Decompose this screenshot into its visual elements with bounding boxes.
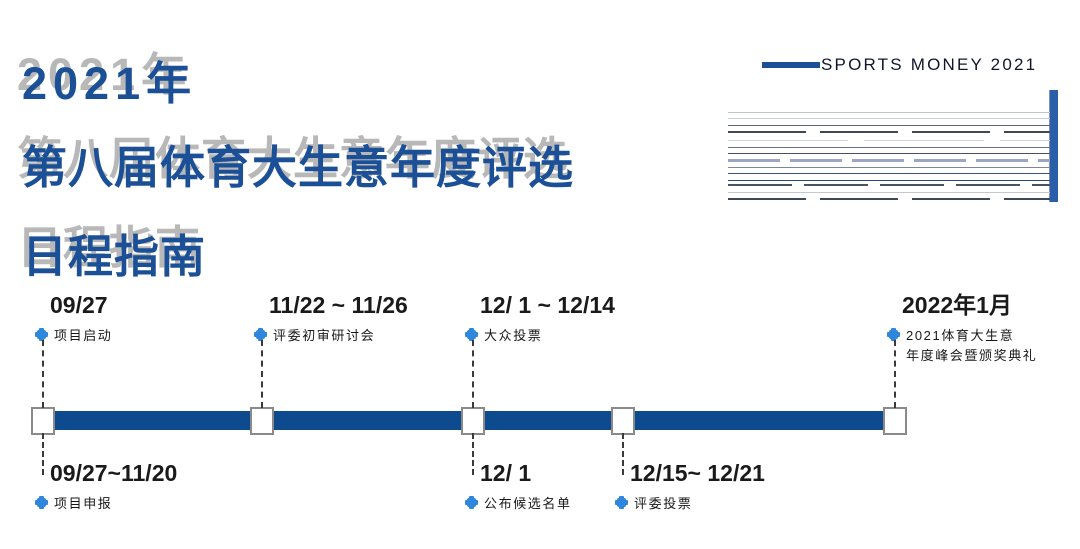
event-description: 公布候选名单 bbox=[484, 494, 572, 514]
decor-line bbox=[728, 131, 1050, 133]
brand-dash-icon bbox=[762, 62, 820, 68]
timeline-connector bbox=[622, 433, 624, 475]
title-line3: 日程指南 bbox=[22, 230, 207, 282]
event-description: 评委初审研讨会 bbox=[273, 326, 375, 346]
event-marker-icon bbox=[254, 328, 267, 341]
timeline-event: 11/22 ~ 11/26 评委初审研讨会 bbox=[254, 292, 408, 346]
decor-blue-bar bbox=[1049, 90, 1058, 202]
brand-logo: SPORTS MONEY 2021 bbox=[762, 50, 1062, 80]
page-title: 2021年 第八届体育大生意年度评选 日程指南 2021年 第八届体育大生意年度… bbox=[17, 28, 722, 279]
decor-line bbox=[728, 140, 1050, 141]
event-date: 09/27~11/20 bbox=[50, 460, 178, 486]
decor-line bbox=[728, 125, 1050, 126]
title-main-layer: 2021年 第八届体育大生意年度评选 日程指南 bbox=[22, 28, 722, 323]
event-description-line: 评委初审研讨会 bbox=[273, 328, 376, 343]
timeline-connector bbox=[261, 340, 263, 408]
event-description: 项目启动 bbox=[54, 326, 112, 346]
timeline-node[interactable] bbox=[883, 407, 907, 435]
timeline-event: 09/27~11/20 项目申报 bbox=[35, 460, 178, 514]
timeline-connector bbox=[42, 433, 44, 475]
timeline-event: 12/15~ 12/21 评委投票 bbox=[615, 460, 765, 514]
decor-line bbox=[728, 167, 1050, 168]
timeline-node[interactable] bbox=[611, 407, 635, 435]
event-marker-icon bbox=[615, 496, 628, 509]
decor-line bbox=[728, 118, 1050, 119]
brand-label: SPORTS MONEY 2021 bbox=[821, 55, 1038, 74]
timeline-event: 2022年1月 2021体育大生意年度峰会暨颁奖典礼 bbox=[887, 292, 1037, 366]
event-description: 大众投票 bbox=[484, 326, 542, 346]
timeline-connector bbox=[472, 340, 474, 408]
event-description-line: 项目申报 bbox=[54, 496, 113, 511]
decorative-line-pattern bbox=[728, 90, 1058, 202]
event-description-line: 年度峰会暨颁奖典礼 bbox=[906, 348, 1038, 364]
event-date: 12/ 1 bbox=[480, 460, 532, 486]
event-description-line: 2021体育大生意 bbox=[906, 328, 1015, 343]
decor-line bbox=[728, 112, 1050, 113]
event-description-line: 大众投票 bbox=[484, 328, 543, 343]
timeline-connector bbox=[472, 433, 474, 475]
timeline-node[interactable] bbox=[31, 407, 55, 435]
title-shadow-layer: 2021年 第八届体育大生意年度评选 日程指南 bbox=[17, 19, 717, 314]
decor-line bbox=[728, 147, 1050, 148]
event-description-line: 公布候选名单 bbox=[484, 496, 572, 511]
decor-line bbox=[728, 198, 1050, 200]
event-date: 12/15~ 12/21 bbox=[630, 460, 765, 486]
title-shadow-line2: 第八届体育大生意年度评选 bbox=[17, 133, 570, 185]
event-description-line: 评委投票 bbox=[634, 496, 693, 511]
event-marker-icon bbox=[35, 496, 48, 509]
timeline-event: 12/ 1 公布候选名单 bbox=[465, 460, 572, 514]
decor-line bbox=[728, 173, 1050, 174]
timeline-event: 12/ 1 ~ 12/14 大众投票 bbox=[465, 292, 615, 346]
event-marker-icon bbox=[887, 328, 900, 341]
event-description: 评委投票 bbox=[634, 494, 692, 514]
decor-line bbox=[728, 184, 1050, 186]
event-description: 项目申报 bbox=[54, 494, 112, 514]
timeline-connector bbox=[894, 340, 896, 408]
event-date: 2022年1月 bbox=[902, 292, 1012, 318]
title-line1: 2021年 bbox=[22, 57, 198, 109]
decor-line bbox=[728, 180, 1050, 181]
timeline-node[interactable] bbox=[461, 407, 485, 435]
title-line2: 第八届体育大生意年度评选 bbox=[22, 142, 575, 194]
title-shadow-line1: 2021年 bbox=[17, 48, 193, 100]
event-date: 11/22 ~ 11/26 bbox=[269, 292, 408, 318]
title-shadow-line3: 日程指南 bbox=[17, 221, 202, 273]
event-description: 2021体育大生意年度峰会暨颁奖典礼 bbox=[906, 326, 1037, 366]
timeline-event: 09/27 项目启动 bbox=[35, 292, 112, 346]
event-marker-icon bbox=[465, 328, 478, 341]
event-date: 12/ 1 ~ 12/14 bbox=[480, 292, 615, 318]
timeline-connector bbox=[42, 340, 44, 408]
decor-line bbox=[728, 192, 1050, 193]
decor-line bbox=[728, 153, 1050, 154]
event-marker-icon bbox=[35, 328, 48, 341]
event-marker-icon bbox=[465, 496, 478, 509]
event-description-line: 项目启动 bbox=[54, 328, 113, 343]
event-date: 09/27 bbox=[50, 292, 108, 318]
timeline-node[interactable] bbox=[250, 407, 274, 435]
decor-line bbox=[728, 159, 1050, 162]
